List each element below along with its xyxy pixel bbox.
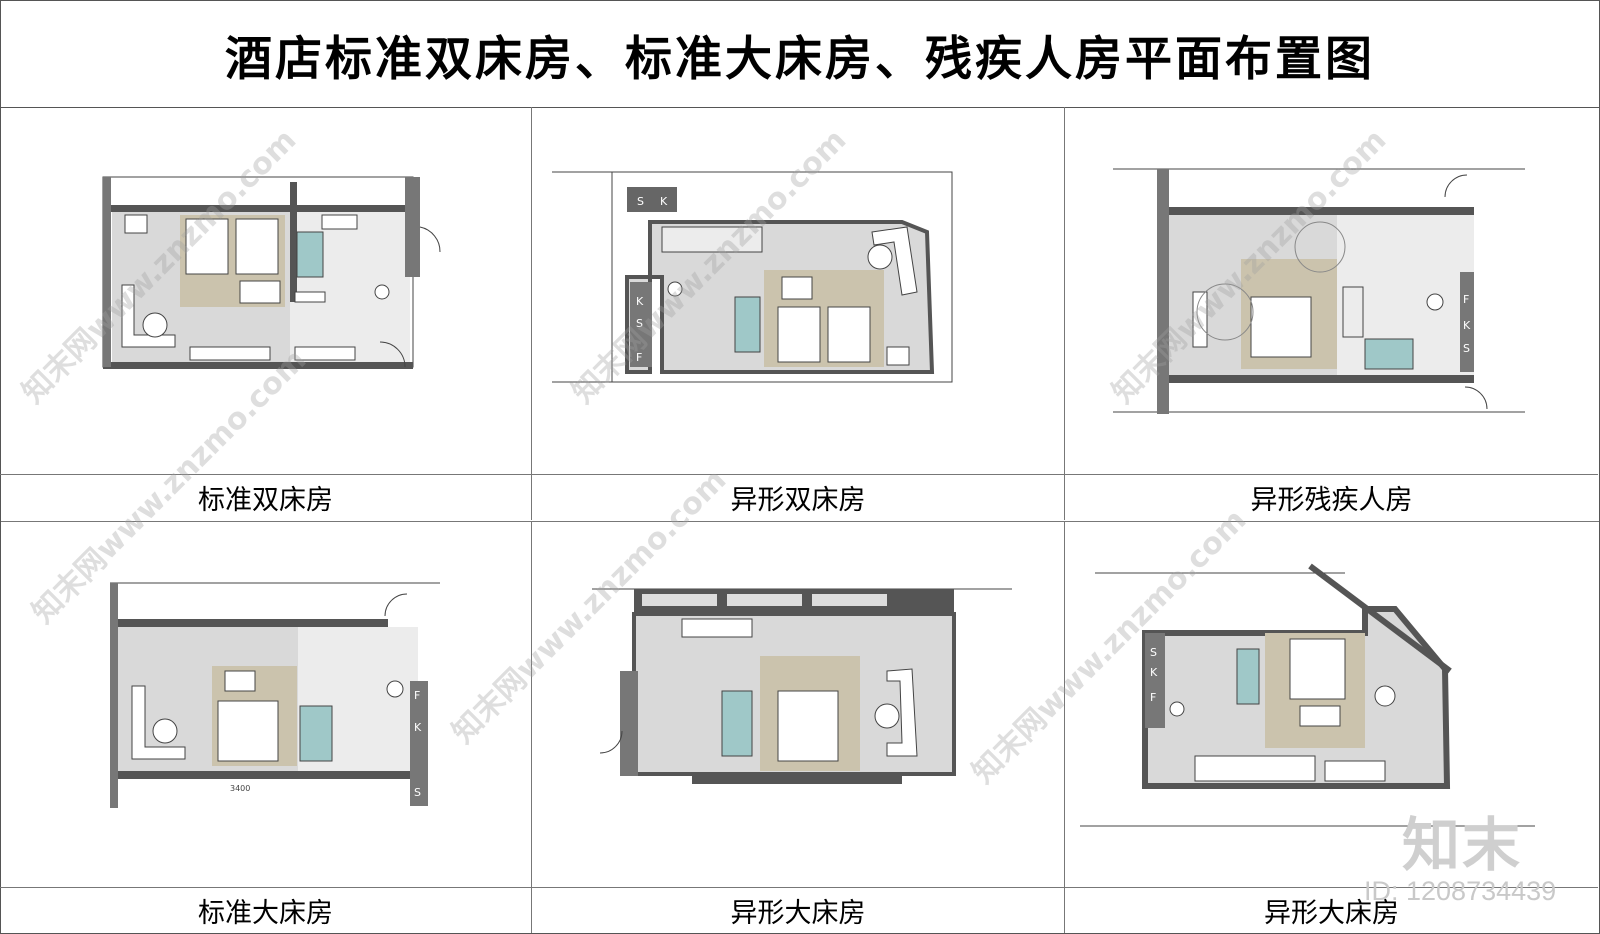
- watermark-logo: 知末: [1402, 811, 1523, 879]
- page-title: 酒店标准双床房、标准大床房、残疾人房平面布置图: [225, 31, 1375, 87]
- room-caption: 异形大床房: [1065, 887, 1598, 933]
- floor-plan-irregular-king-2: S K F: [1080, 563, 1535, 827]
- shaft-label: F: [414, 689, 420, 702]
- shaft-label: S: [1150, 646, 1157, 659]
- shaft-label: K: [414, 721, 422, 734]
- shaft-label: S: [637, 195, 644, 208]
- shaft-label: K: [1150, 666, 1158, 679]
- floor-plan-irregular-twin: S K K S F: [552, 171, 953, 383]
- room-caption: 异形残疾人房: [1065, 474, 1598, 520]
- room-cell-6: S K F 异形大床房: [1065, 521, 1598, 933]
- shaft-label: F: [636, 351, 642, 364]
- room-cell-3: F K S 异形残疾人房: [1065, 107, 1598, 520]
- floor-plan-standard-king: F K S 3400: [110, 582, 440, 808]
- room-cell-2: S K K S F 异形双床房: [532, 107, 1065, 520]
- title-row: 酒店标准双床房、标准大床房、残疾人房平面布置图: [1, 1, 1599, 108]
- room-cell-1: 标准双床房: [0, 107, 532, 520]
- shaft-label: F: [1463, 293, 1469, 306]
- shaft-label: K: [660, 195, 668, 208]
- room-caption: 标准双床房: [0, 474, 531, 520]
- row-divider: [1, 521, 1599, 522]
- room-caption: 异形双床房: [532, 474, 1064, 520]
- room-cell-4: F K S 3400 标准大床房: [0, 521, 532, 933]
- watermark-id: ID: 1208734439: [1364, 876, 1557, 906]
- shaft-label: K: [1463, 319, 1471, 332]
- shaft-label: S: [636, 317, 643, 330]
- floor-plan-accessible: F K S: [1113, 168, 1525, 414]
- shaft-label: S: [414, 786, 421, 799]
- shaft-label: S: [1463, 342, 1470, 355]
- dimension-label: 3400: [230, 784, 250, 793]
- room-caption: 标准大床房: [0, 887, 531, 933]
- floor-plan-irregular-king: [592, 588, 1012, 784]
- floor-plan-standard-twin: [102, 176, 441, 369]
- room-caption: 异形大床房: [532, 887, 1064, 933]
- shaft-label: K: [636, 295, 644, 308]
- shaft-label: F: [1150, 691, 1156, 704]
- room-cell-5: 异形大床房: [532, 521, 1065, 933]
